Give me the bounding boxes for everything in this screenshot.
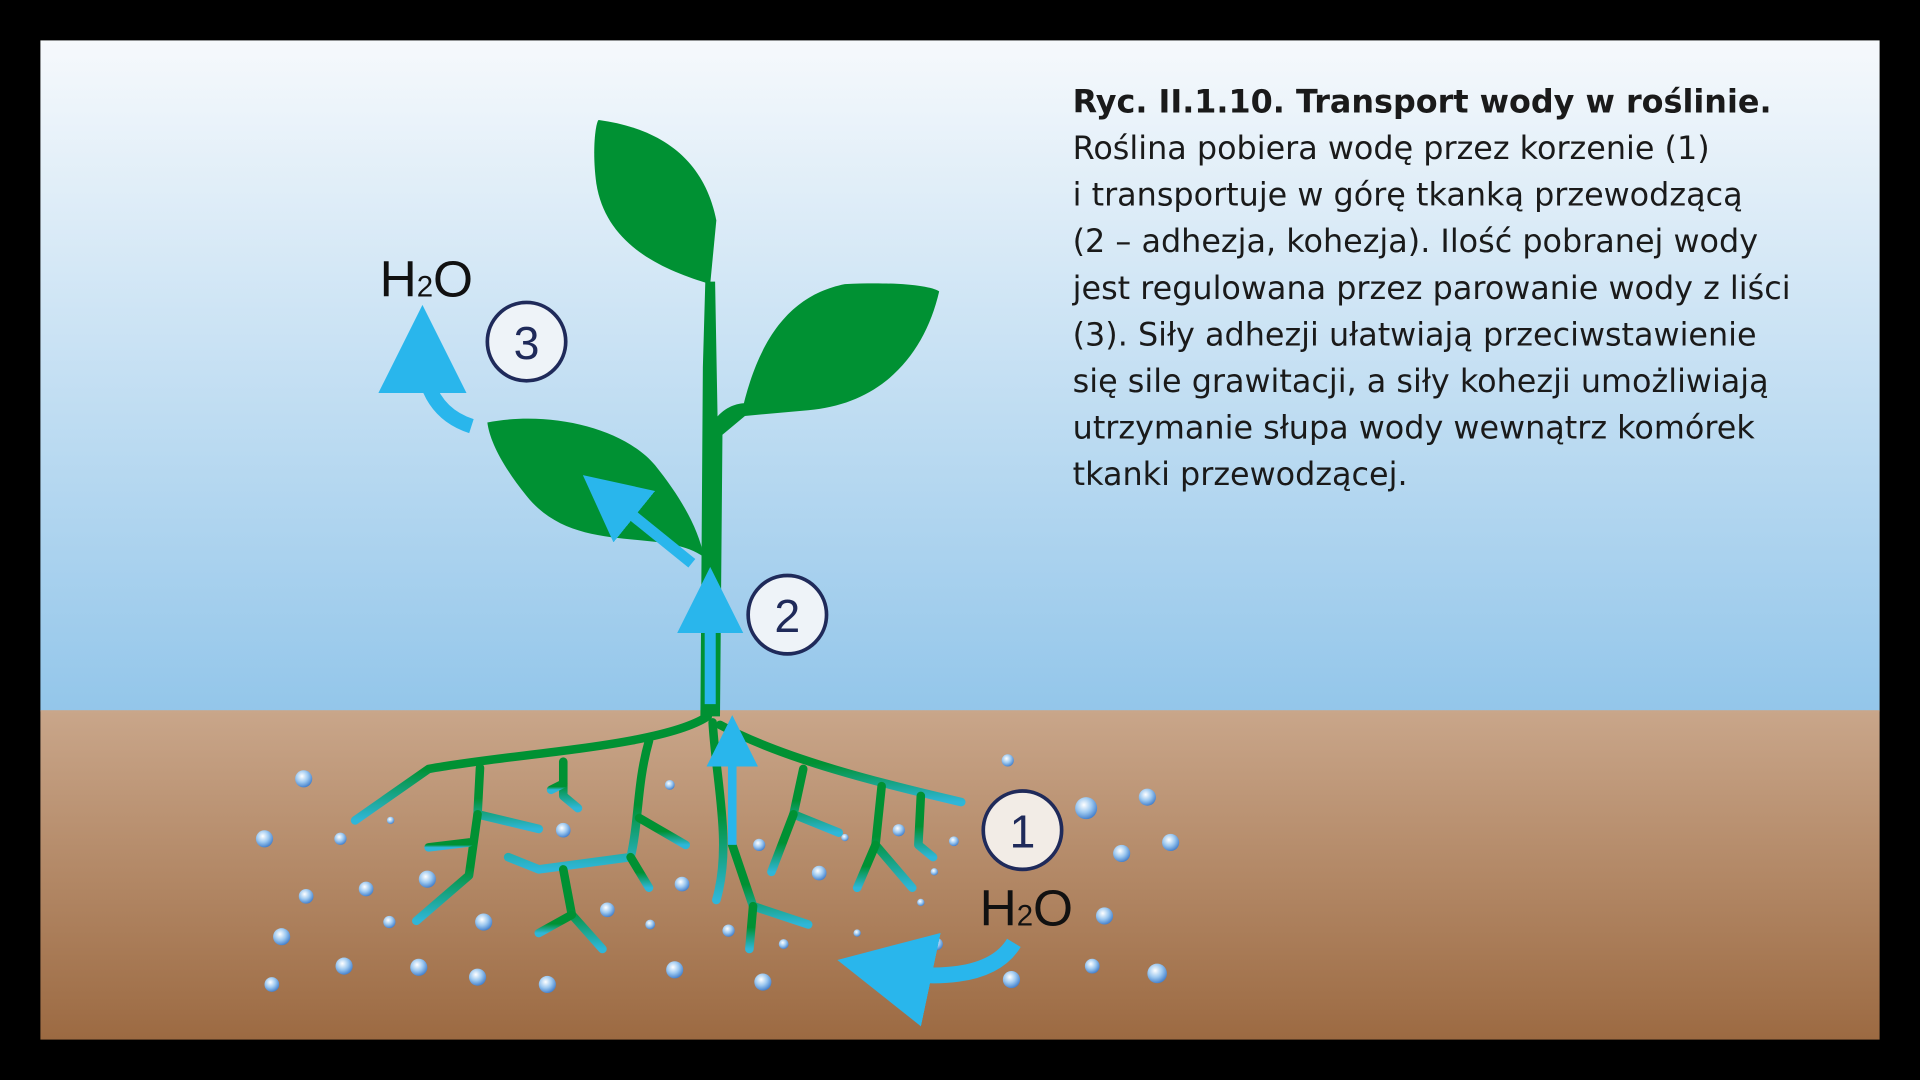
evaporation-arrow	[378, 304, 474, 434]
caption-line: i transportuje w górę tkanką przewodzącą	[1073, 176, 1743, 214]
caption-line: tkanki przewodzącej.	[1073, 455, 1408, 493]
step-2-number: 2	[774, 590, 800, 642]
step-3-marker: 3	[485, 300, 568, 383]
leaf-right	[740, 283, 940, 417]
caption-line: (2 – adhezja, kohezja). Ilość pobranej w…	[1073, 222, 1758, 260]
caption-line: utrzymanie słupa wody wewnątrz komórek	[1073, 408, 1756, 446]
figure-caption: Ryc. II.1.10. Transport wody w roślinie.…	[1072, 83, 1791, 493]
water-droplets	[255, 754, 1180, 994]
step-1-number: 1	[1010, 805, 1036, 857]
leaf-top	[594, 120, 717, 285]
caption-line: jest regulowana przez parowanie wody z l…	[1072, 269, 1791, 307]
step-3-number: 3	[514, 317, 540, 369]
step-1-marker: 1	[981, 789, 1064, 872]
water-flow-arrows	[378, 304, 1021, 1027]
soil	[40, 710, 1880, 1040]
caption-line: (3). Siły adhezji ułatwiają przeciwstawi…	[1073, 315, 1757, 353]
sky	[40, 40, 1880, 712]
caption-line: Roślina pobiera wodę przez korzenie (1)	[1073, 129, 1710, 167]
roots	[350, 712, 966, 954]
leaf-arrow	[582, 475, 696, 568]
h2o-label-bottom: H2O	[980, 879, 1073, 937]
h2o-label-top: H2O	[380, 249, 473, 307]
caption-line: się sile grawitacji, a siły kohezji umoż…	[1073, 362, 1769, 400]
caption-title: Ryc. II.1.10. Transport wody w roślinie.	[1073, 83, 1772, 121]
root-uptake-arrow	[837, 932, 1021, 1027]
step-2-marker: 2	[746, 573, 829, 656]
